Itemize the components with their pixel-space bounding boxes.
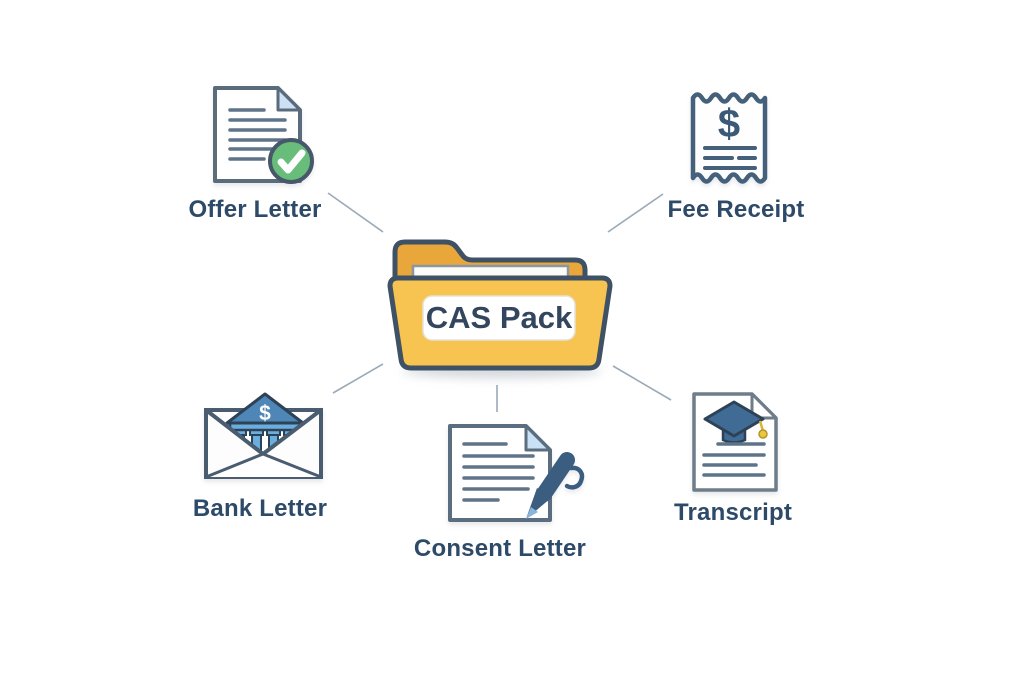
bank-letter-label: Bank Letter <box>192 495 328 522</box>
text-lines <box>462 442 535 502</box>
cap-board <box>703 400 765 438</box>
document-graduation-icon <box>692 392 778 492</box>
bank-pediment <box>225 392 305 425</box>
bank-dollar-symbol: $ <box>259 402 271 425</box>
folder-label: CAS Pack <box>426 300 573 335</box>
connector-bank-letter <box>332 363 384 394</box>
envelope-bank-icon: $ <box>204 392 323 479</box>
document-check-icon <box>213 86 314 184</box>
folded-corner <box>524 424 552 452</box>
folded-corner <box>276 86 302 112</box>
graduation-cap <box>703 400 768 444</box>
text-lines <box>702 442 766 477</box>
receipt-lines <box>703 146 757 170</box>
dollar-symbol: $ <box>718 102 740 146</box>
text-lines <box>228 108 287 161</box>
receipt-dollar-icon: $ <box>690 92 768 184</box>
pen-tip <box>526 507 538 519</box>
check-mark <box>277 149 306 174</box>
pen-clip <box>564 465 585 490</box>
document-pen-icon <box>448 424 585 522</box>
envelope-front <box>204 408 323 479</box>
pen-body <box>536 452 575 502</box>
connector-fee-receipt <box>607 193 664 233</box>
folder-label-plate <box>422 295 576 341</box>
connector-offer-letter <box>327 192 384 233</box>
transcript-label: Transcript <box>673 499 793 526</box>
consent-letter-label: Consent Letter <box>413 535 587 562</box>
folder-icon: CAS Pack <box>387 239 613 371</box>
tassel-ball <box>758 429 768 439</box>
offer-letter-label: Offer Letter <box>188 196 322 223</box>
pen <box>526 452 585 519</box>
connector-transcript <box>612 365 672 401</box>
envelope-bottom-fold <box>205 452 322 479</box>
fee-receipt-label: Fee Receipt <box>667 196 805 223</box>
